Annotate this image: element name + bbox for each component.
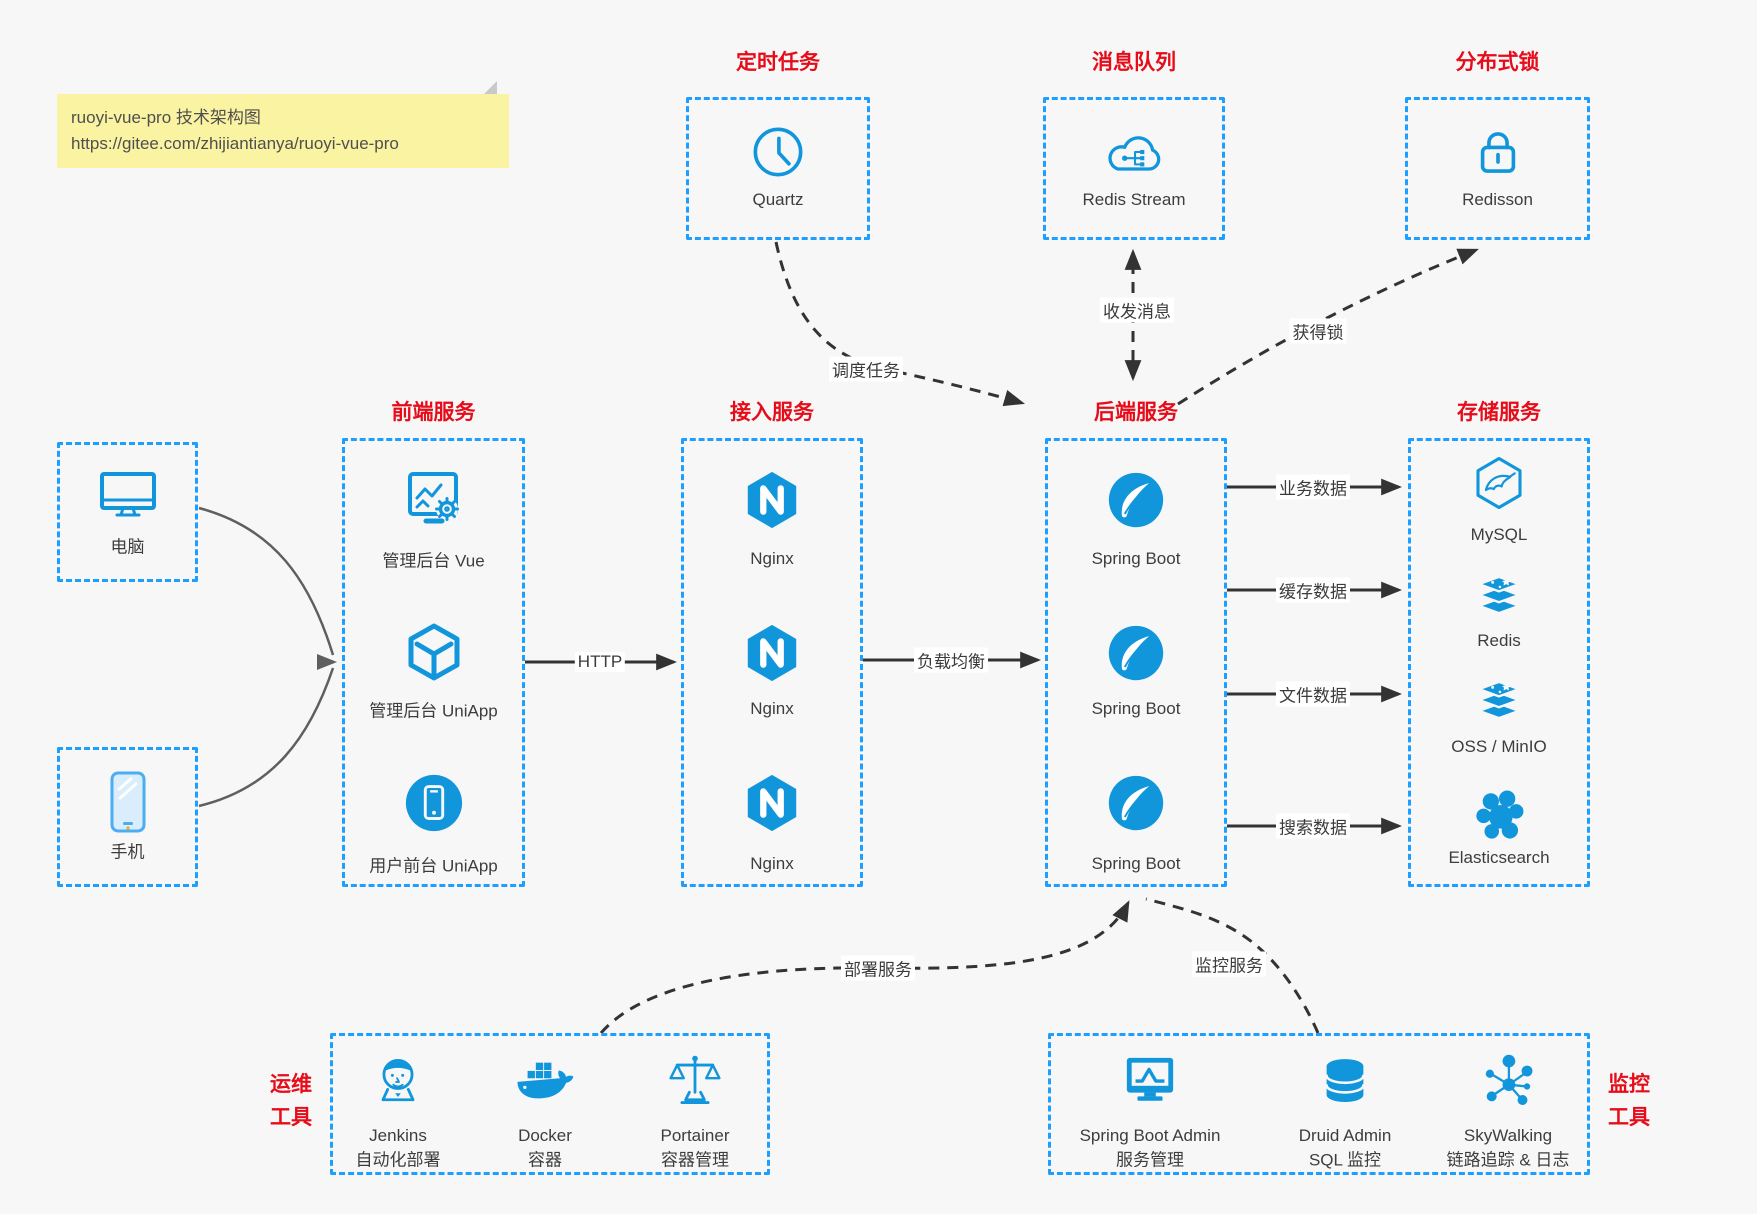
node-label: Nginx bbox=[750, 854, 794, 873]
spring-boot-icon bbox=[1106, 773, 1166, 833]
column-title-backend: 后端服务 bbox=[1094, 401, 1178, 424]
node-label: Nginx bbox=[750, 549, 794, 568]
node-label: Spring Boot Admin bbox=[1079, 1126, 1221, 1145]
lock-icon bbox=[1469, 123, 1527, 181]
edge-label-schedule: 调度任务 bbox=[829, 356, 903, 382]
edge-monitor bbox=[1145, 897, 1320, 1034]
oss-icon bbox=[1470, 676, 1528, 724]
column-title-gateway: 接入服务 bbox=[730, 401, 814, 424]
spring-boot-icon bbox=[1106, 470, 1166, 530]
column-frontend: 管理后台 Vue 管理后台 UniApp 用户前台 UniApp bbox=[342, 438, 525, 887]
group-ops-tools bbox=[330, 1033, 770, 1175]
edge-label-search-data: 搜索数据 bbox=[1276, 813, 1350, 839]
note-fold-corner bbox=[484, 81, 497, 94]
edge-label-biz-data: 业务数据 bbox=[1276, 474, 1350, 500]
edge-label-load-balance: 负载均衡 bbox=[914, 647, 988, 673]
edge-label-file-data: 文件数据 bbox=[1276, 681, 1350, 707]
node-sublabel: SQL 监控 bbox=[1308, 1150, 1382, 1170]
druid-icon bbox=[1317, 1054, 1373, 1108]
node-label: 电脑 bbox=[110, 537, 145, 557]
group-title-line: 监控 bbox=[1608, 1073, 1650, 1096]
node-label: Quartz bbox=[752, 190, 804, 209]
node-label: 管理后台 UniApp bbox=[369, 701, 498, 721]
column-title-frontend: 前端服务 bbox=[391, 401, 476, 424]
group-title-ops-tools: 运维 工具 bbox=[238, 1068, 312, 1134]
node-label: Redis bbox=[1477, 631, 1521, 650]
node-sublabel: 服务管理 bbox=[1116, 1150, 1184, 1170]
edge-label-message: 收发消息 bbox=[1100, 297, 1174, 323]
edge-mobile-to-frontend bbox=[198, 667, 335, 808]
node-label: SkyWalking bbox=[1463, 1126, 1553, 1145]
note-title: ruoyi-vue-pro 技术架构图 bbox=[71, 108, 261, 127]
node-quartz: Quartz bbox=[686, 97, 870, 240]
node-redis-stream: Redis Stream bbox=[1043, 97, 1225, 240]
column-backend: Spring Boot Spring Boot Spring Boot bbox=[1045, 438, 1227, 887]
clock-icon bbox=[749, 123, 807, 181]
group-title-scheduled-task: 定时任务 bbox=[736, 51, 820, 74]
edge-lock bbox=[1177, 248, 1479, 406]
node-label: Docker bbox=[518, 1126, 572, 1145]
node-sublabel: 容器管理 bbox=[661, 1150, 729, 1170]
mq-cloud-icon bbox=[1101, 127, 1167, 177]
node-sublabel: 容器 bbox=[528, 1150, 562, 1170]
docker-icon bbox=[512, 1054, 578, 1108]
node-label: Elasticsearch bbox=[1448, 848, 1550, 867]
group-monitor-tools bbox=[1048, 1033, 1590, 1175]
node-label: Redis Stream bbox=[1082, 190, 1186, 209]
node-sublabel: 自动化部署 bbox=[355, 1150, 441, 1170]
group-title-monitor-tools: 监控 工具 bbox=[1608, 1068, 1650, 1134]
node-label: MySQL bbox=[1470, 525, 1528, 544]
column-storage: MySQL Redis OSS / MinIO bbox=[1408, 438, 1590, 887]
node-label: Portainer bbox=[660, 1126, 730, 1145]
edge-label-monitor: 监控服务 bbox=[1192, 951, 1266, 977]
node-label: Nginx bbox=[750, 699, 794, 718]
spring-boot-icon bbox=[1106, 623, 1166, 683]
client-pc: 电脑 bbox=[57, 442, 198, 582]
node-label: OSS / MinIO bbox=[1451, 737, 1547, 756]
desktop-icon bbox=[96, 467, 160, 523]
node-label: Spring Boot bbox=[1091, 549, 1181, 568]
jenkins-icon bbox=[368, 1051, 428, 1111]
group-title-line: 工具 bbox=[1608, 1106, 1650, 1129]
uniapp-cube-icon bbox=[402, 621, 466, 685]
node-label: Spring Boot bbox=[1091, 699, 1181, 718]
redis-icon bbox=[1470, 571, 1528, 619]
client-mobile: 手机 bbox=[57, 747, 198, 887]
node-label: Redisson bbox=[1462, 190, 1533, 209]
skywalking-icon bbox=[1479, 1052, 1537, 1110]
edge-label-lock: 获得锁 bbox=[1289, 318, 1347, 344]
edge-label-cache-data: 缓存数据 bbox=[1276, 577, 1350, 603]
portainer-icon bbox=[665, 1051, 725, 1111]
mobile-icon bbox=[105, 770, 151, 834]
spring-boot-admin-icon bbox=[1119, 1054, 1181, 1108]
group-title-line: 运维 bbox=[270, 1073, 312, 1096]
node-sublabel: 链路追踪 & 日志 bbox=[1446, 1150, 1570, 1170]
node-label: 手机 bbox=[110, 842, 145, 862]
nginx-icon bbox=[741, 469, 803, 531]
user-uniapp-icon bbox=[403, 772, 465, 834]
group-title-distributed-lock: 分布式锁 bbox=[1455, 51, 1540, 74]
group-title-line: 工具 bbox=[270, 1106, 312, 1129]
node-label: 用户前台 UniApp bbox=[369, 856, 498, 876]
elasticsearch-icon bbox=[1470, 786, 1528, 844]
edge-label-http: HTTP bbox=[574, 652, 626, 672]
nginx-icon bbox=[741, 622, 803, 684]
column-title-storage: 存储服务 bbox=[1457, 401, 1541, 424]
node-label: 管理后台 Vue bbox=[382, 551, 485, 571]
nginx-icon bbox=[741, 772, 803, 834]
node-label: Jenkins bbox=[369, 1126, 427, 1145]
edge-label-deploy: 部署服务 bbox=[841, 955, 915, 981]
node-redisson: Redisson bbox=[1405, 97, 1590, 240]
node-label: Druid Admin bbox=[1298, 1126, 1392, 1145]
mysql-icon bbox=[1471, 455, 1527, 511]
sticky-note: ruoyi-vue-pro 技术架构图 https://gitee.com/zh… bbox=[57, 81, 509, 168]
group-title-message-queue: 消息队列 bbox=[1092, 51, 1176, 74]
node-label: Spring Boot bbox=[1091, 854, 1181, 873]
column-gateway: Nginx Nginx Nginx bbox=[681, 438, 863, 887]
note-url: https://gitee.com/zhijiantianya/ruoyi-vu… bbox=[71, 134, 399, 153]
edge-pc-to-frontend bbox=[198, 506, 335, 656]
admin-vue-icon bbox=[402, 468, 466, 532]
